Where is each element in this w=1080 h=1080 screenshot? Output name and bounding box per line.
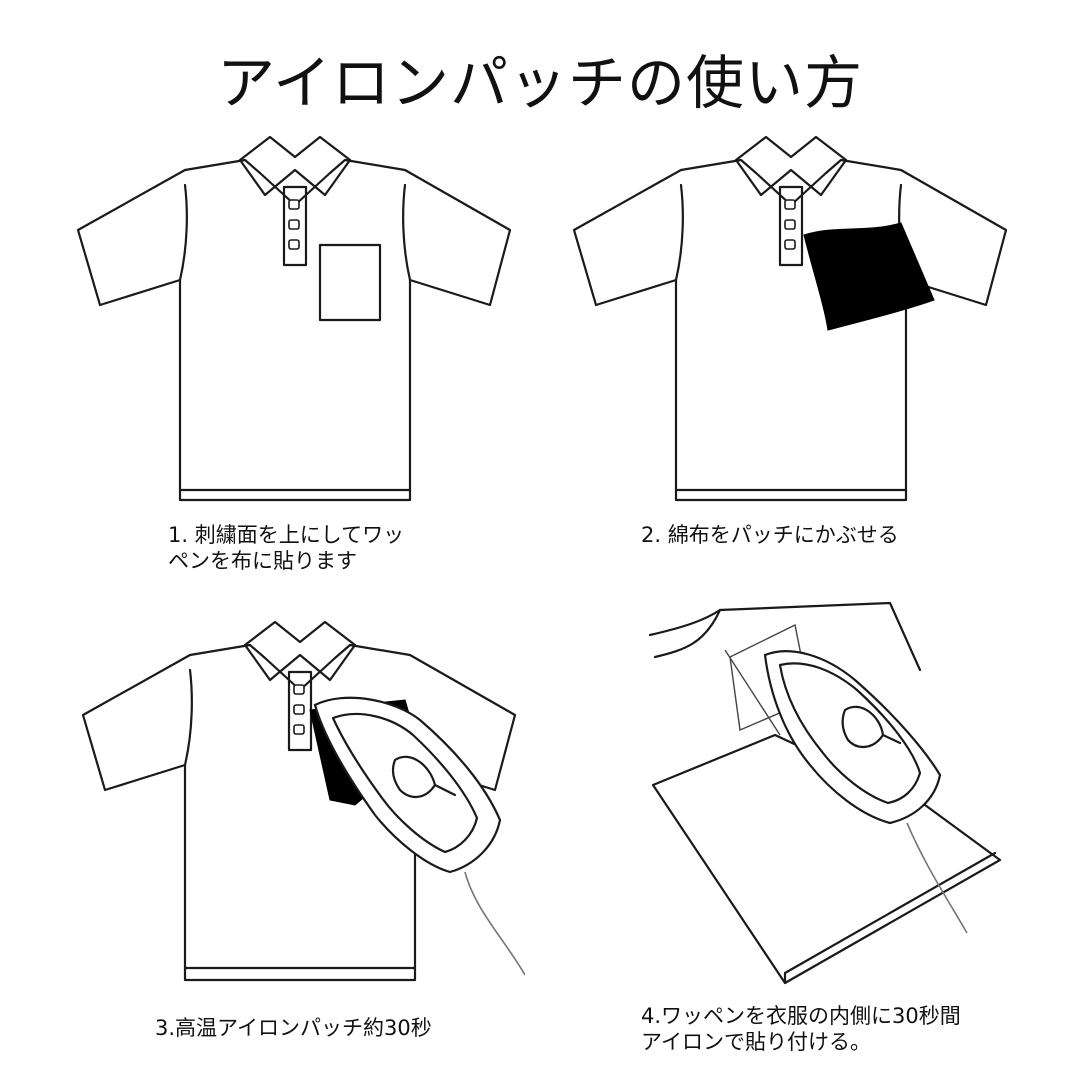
shirt-outline	[81, 620, 517, 982]
step-1-caption: 1. 刺繍面を上にしてワッ ペンを布に貼ります	[168, 522, 404, 574]
folded-garment-icon	[648, 601, 1002, 985]
shirt-pocket	[318, 243, 382, 322]
step-4-caption-line-2: アイロンで貼り付ける。	[641, 1030, 871, 1054]
garment-outline	[648, 601, 1002, 985]
iron-icon	[313, 696, 525, 976]
step-4-caption-line-1: 4.ワッペンを衣服の内側に30秒間	[641, 1004, 961, 1028]
iron-icon	[763, 650, 968, 934]
step-3-caption: 3.高温アイロンパッチ約30秒	[155, 1015, 432, 1041]
step-4-caption: 4.ワッペンを衣服の内側に30秒間 アイロンで貼り付ける。	[641, 1003, 961, 1055]
step-2-caption: 2. 綿布をパッチにかぶせる	[641, 522, 899, 548]
shirt-outline	[76, 135, 512, 502]
iron-on-shirt-icon	[81, 620, 525, 982]
step-1-caption-line-2: ペンを布に貼ります	[168, 549, 357, 573]
step-2-caption-line-1: 2. 綿布をパッチにかぶせる	[641, 523, 899, 547]
polo-shirt-icon	[76, 135, 512, 502]
step-3-caption-line-1: 3.高温アイロンパッチ約30秒	[155, 1016, 432, 1040]
step-1-caption-line-1: 1. 刺繍面を上にしてワッ	[168, 523, 405, 547]
black-cloth-patch	[803, 222, 935, 331]
shirt-outline	[572, 135, 1008, 502]
page-title: アイロンパッチの使い方	[216, 48, 864, 117]
patch-cloth-icon	[572, 135, 1008, 502]
